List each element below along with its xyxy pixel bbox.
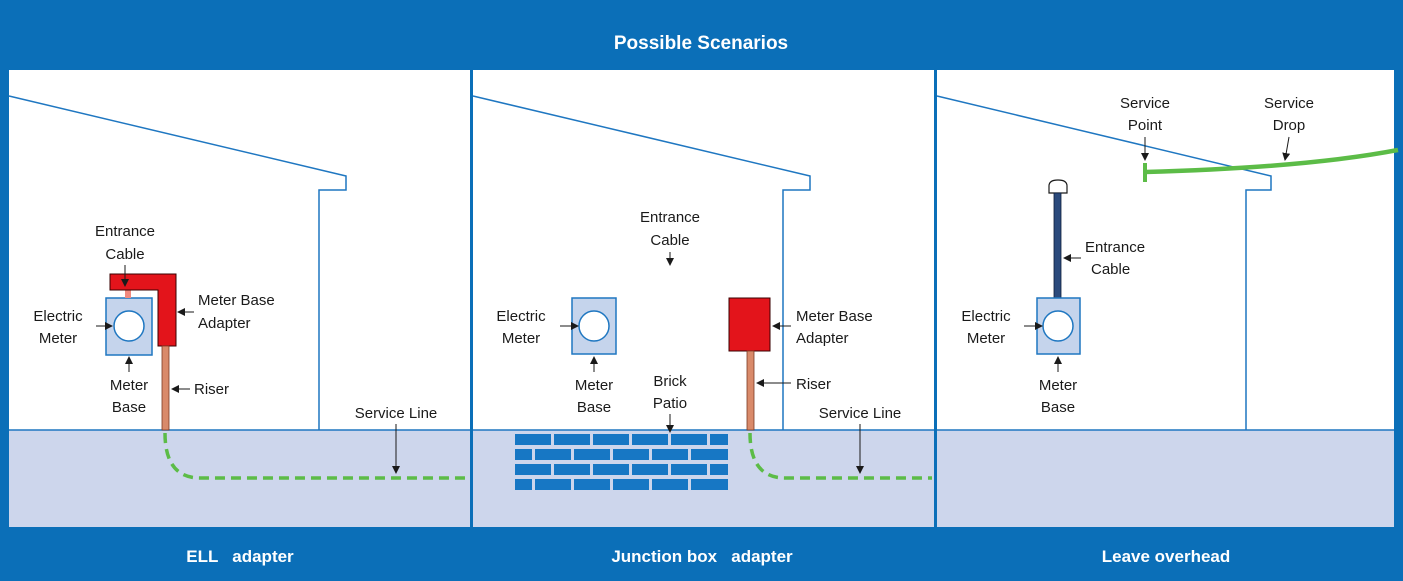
- label-electric-meter-2: Meter: [502, 330, 540, 347]
- label-meter-base-2: Base: [1041, 399, 1075, 416]
- house-outline: [936, 95, 1272, 430]
- label-entrance-cable-1: Entrance: [1085, 239, 1145, 256]
- label-meter-base-2: Base: [577, 399, 611, 416]
- label-entrance-cable-2: Cable: [1091, 261, 1130, 278]
- house-outline: [8, 95, 347, 430]
- caption-leave-overhead: Leave overhead: [1102, 547, 1231, 566]
- label-electric-meter-1: Electric: [33, 308, 83, 325]
- label-brick-patio-2: Patio: [653, 395, 687, 412]
- entrance-cable-mast: [1053, 192, 1062, 299]
- riser: [161, 345, 170, 431]
- label-entrance-cable-1: Entrance: [640, 209, 700, 226]
- label-electric-meter-1: Electric: [496, 308, 546, 325]
- junction-box-adapter: [728, 297, 771, 352]
- caption-junction-box-adapter: Junction box adapter: [611, 547, 793, 566]
- label-electric-meter-1: Electric: [961, 308, 1011, 325]
- label-meter-base-1: Meter: [575, 377, 613, 394]
- service-line: [163, 432, 468, 480]
- panel-ell-adapter: Entrance Cable Electric Meter Meter Base…: [8, 70, 470, 527]
- label-entrance-cable-1: Entrance: [95, 223, 155, 240]
- label-meter-base-adapter-1: Meter Base: [796, 308, 873, 325]
- label-meter-base-1: Meter: [1039, 377, 1077, 394]
- label-service-drop-1: Service: [1264, 95, 1314, 112]
- label-electric-meter-2: Meter: [967, 330, 1005, 347]
- label-meter-base-adapter-2: Adapter: [796, 330, 849, 347]
- label-riser: Riser: [796, 376, 831, 393]
- service-line: [748, 432, 932, 480]
- panel-junction-box-adapter: Entrance Cable Electric Meter Meter Base…: [472, 70, 934, 527]
- sky-area: [937, 70, 1394, 430]
- label-meter-base-adapter-1: Meter Base: [198, 292, 275, 309]
- label-service-line: Service Line: [819, 405, 902, 422]
- label-service-line: Service Line: [355, 405, 438, 422]
- panel-leave-overhead: Service Point Service Drop Entrance Cabl…: [936, 70, 1399, 527]
- label-brick-patio-1: Brick: [653, 373, 687, 390]
- riser: [746, 350, 755, 431]
- label-entrance-cable-2: Cable: [650, 232, 689, 249]
- ell-adapter: [109, 273, 177, 347]
- brick-patio: [515, 434, 728, 490]
- label-service-point-1: Service: [1120, 95, 1170, 112]
- entrance-cable: [125, 287, 131, 298]
- ground-area: [937, 430, 1394, 527]
- service-drop: [1144, 147, 1399, 175]
- label-meter-base-2: Base: [112, 399, 146, 416]
- sky-area: [9, 70, 470, 430]
- meter-dial-icon: [578, 310, 610, 342]
- label-service-drop-2: Drop: [1273, 117, 1306, 134]
- label-meter-base-adapter-2: Adapter: [198, 315, 251, 332]
- header-title: Possible Scenarios: [614, 33, 788, 54]
- weatherhead-icon: [1048, 179, 1068, 194]
- meter-dial-icon: [113, 310, 145, 342]
- label-electric-meter-2: Meter: [39, 330, 77, 347]
- meter-dial-icon: [1042, 310, 1074, 342]
- label-entrance-cable-2: Cable: [105, 246, 144, 263]
- label-service-point-2: Point: [1128, 117, 1163, 134]
- label-meter-base-1: Meter: [110, 377, 148, 394]
- sky-area: [473, 70, 934, 430]
- label-riser: Riser: [194, 381, 229, 398]
- house-outline: [472, 95, 811, 430]
- caption-ell-adapter: ELL adapter: [186, 547, 294, 566]
